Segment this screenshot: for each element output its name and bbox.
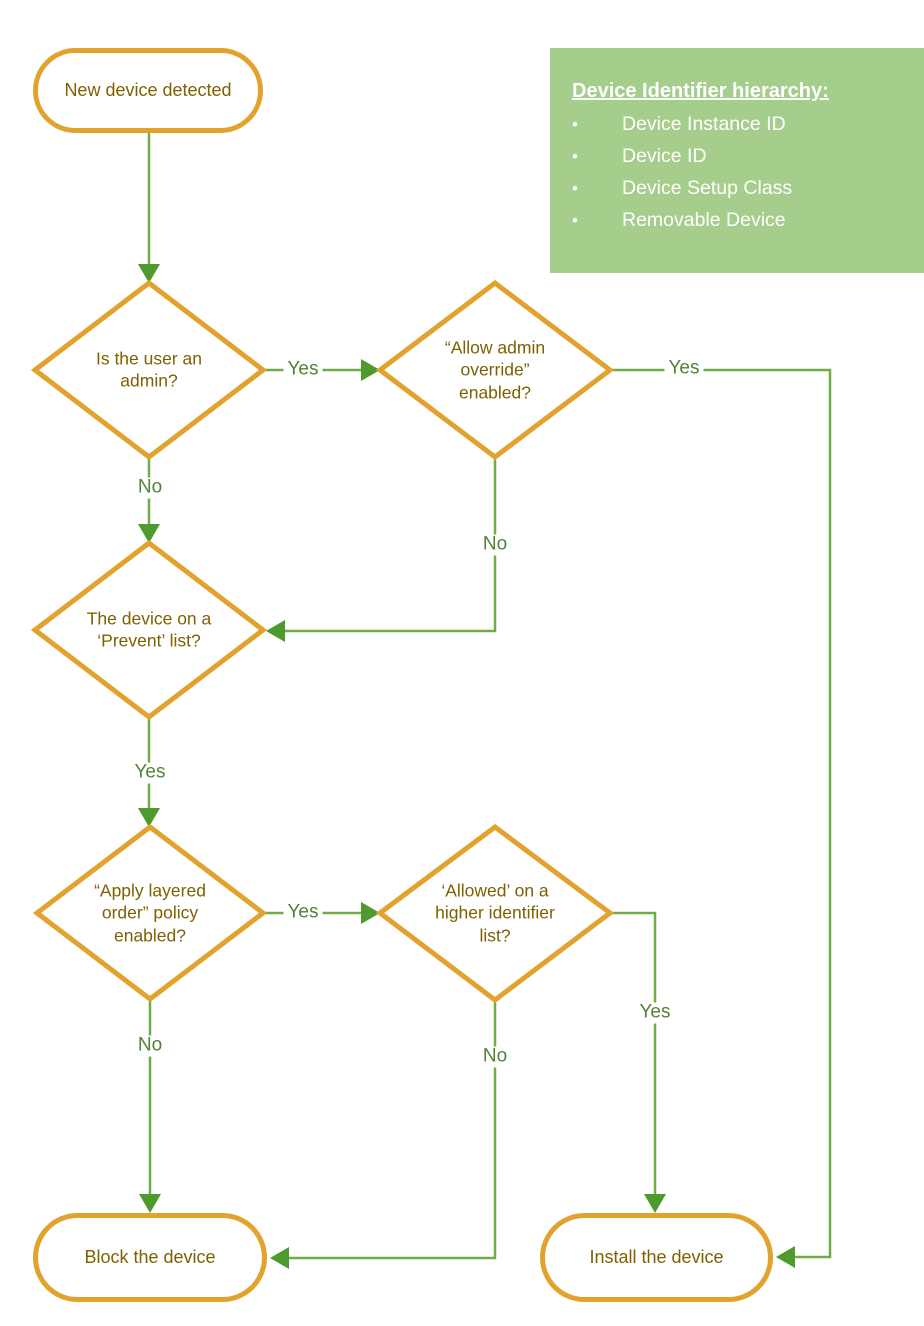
list-item: • Device Setup Class [572,177,908,200]
arrowhead-down [139,1194,161,1213]
arrowhead-right [361,902,380,924]
arrowhead-left [266,620,285,642]
end-node-block: Block the device [33,1213,267,1302]
decision-prevent-shape [30,539,268,721]
edge-label-override-no: No [478,534,512,556]
decision-admin-label: Is the user an admin? [95,348,203,391]
edge-override-yes-to-install [610,368,832,1259]
arrowhead-down [138,808,160,827]
legend-item-label: Device ID [622,145,707,167]
bullet-icon: • [572,147,578,166]
arrowhead-down [644,1194,666,1213]
edge-label-layered-yes: Yes [283,902,323,924]
legend-item-label: Device Instance ID [622,113,786,135]
legend-item-label: Removable Device [622,209,786,231]
decision-prevent-label: The device on a ‘Prevent’ list? [86,608,212,651]
edge-label-prevent-yes: Yes [130,762,170,784]
decision-layered-label: “Apply layered order” policy enabled? [94,880,206,946]
edge-allowed-yes-to-install [610,911,657,1197]
device-identifier-hierarchy-panel: Device Identifier hierarchy: • Device In… [550,48,924,273]
bullet-icon: • [572,179,578,198]
decision-allowed-shape [375,823,615,1004]
start-node: New device detected [33,48,263,133]
edge-label-allowed-yes: Yes [635,1002,675,1024]
list-item: • Device ID [572,145,908,168]
edge-allowed-no-to-block [288,1000,497,1260]
edge-label-override-yes: Yes [664,358,704,380]
end-node-install-label: Install the device [589,1247,724,1267]
edge-label-allowed-no: No [478,1046,512,1068]
arrowhead-left [776,1246,795,1268]
legend-title: Device Identifier hierarchy: [572,80,829,102]
bullet-icon: • [572,115,578,134]
decision-admin-shape [30,279,268,461]
arrowhead-left [270,1247,289,1269]
decision-override-label: “Allow admin override” enabled? [444,337,546,403]
arrowhead-right [361,359,380,381]
arrowhead-down [138,264,160,283]
arrowhead-down [138,524,160,543]
list-item: • Device Instance ID [572,113,908,136]
end-node-install: Install the device [540,1213,773,1302]
end-node-block-label: Block the device [84,1247,216,1267]
edge-label-admin-yes: Yes [283,359,323,381]
legend-item-label: Device Setup Class [622,177,793,199]
decision-layered-shape [32,823,268,1003]
decision-override-shape [375,279,615,461]
edge-override-no-to-prevent [284,457,497,633]
edge-label-admin-no: No [133,477,167,499]
decision-allowed-label: ‘Allowed’ on a higher identifier list? [435,880,555,946]
start-node-label: New device detected [64,80,232,100]
list-item: • Removable Device [572,209,908,232]
edge-label-layered-no: No [133,1035,167,1057]
bullet-icon: • [572,211,578,230]
